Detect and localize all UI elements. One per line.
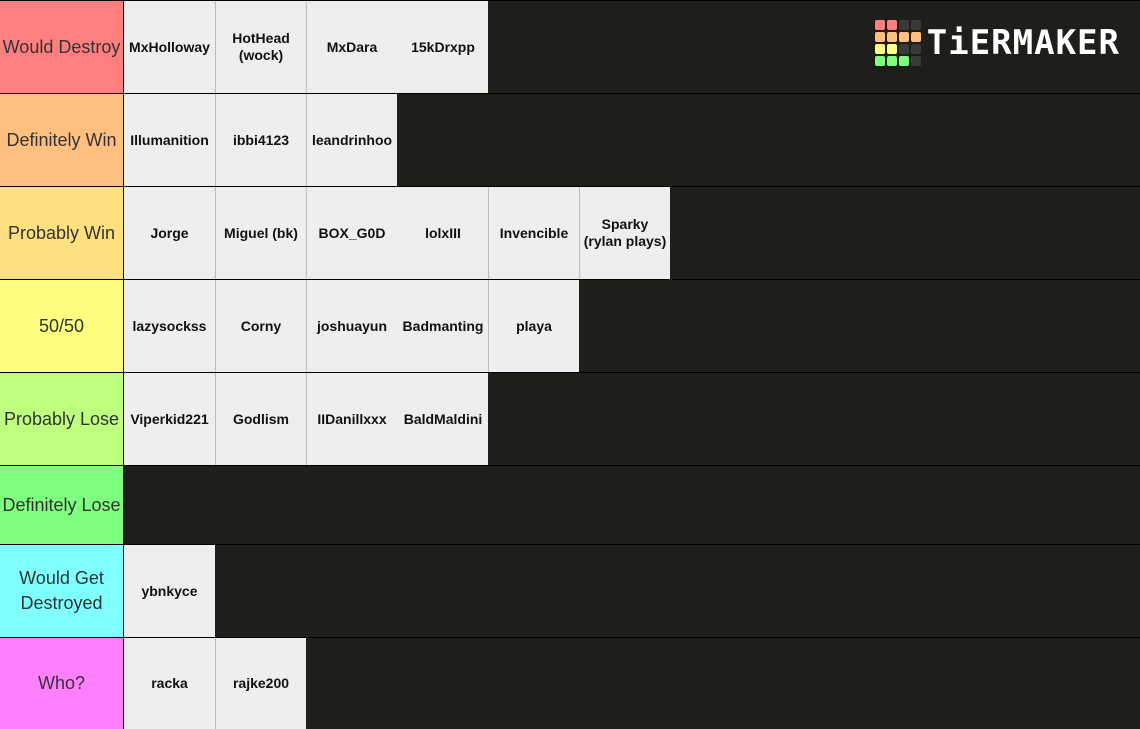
tier-item[interactable]: Corny [215,280,306,372]
tier-label[interactable]: Would Get Destroyed [0,545,124,637]
tier-row-would-get-destroyed: Would Get Destroyed ybnkyce [0,544,1140,637]
logo-grid-cell [898,56,909,66]
tier-item[interactable]: Illumanition [124,94,215,186]
tier-items: Viperkid221 Godlism IIDanillxxx BaldMald… [124,373,488,465]
logo-grid-cell [886,32,897,42]
tiermaker-logo: TiERMAKER [874,20,1120,66]
tier-label[interactable]: Would Destroy [0,1,124,93]
logo-grid-cell [898,32,909,42]
tier-item[interactable]: joshuayun [306,280,397,372]
tier-item[interactable]: leandrinhoo [306,94,397,186]
logo-text: TiERMAKER [926,23,1120,63]
tiermaker-grid-icon [874,20,921,66]
tier-item[interactable]: playa [488,280,579,372]
tier-row-50-50: 50/50 lazysockss Corny joshuayun Badmant… [0,279,1140,372]
logo-grid-cell [910,56,921,66]
logo-grid-cell [874,56,885,66]
tier-label[interactable]: Who? [0,638,124,729]
tier-item[interactable]: HotHead (wock) [215,1,306,93]
tier-item[interactable]: Badmanting [397,280,488,372]
tier-items: lazysockss Corny joshuayun Badmanting pl… [124,280,579,372]
tier-items: racka rajke200 [124,638,306,729]
logo-grid-cell [874,32,885,42]
tier-item[interactable]: IIDanillxxx [306,373,397,465]
tier-label[interactable]: Probably Win [0,187,124,279]
tier-item[interactable]: racka [124,638,215,729]
tier-item[interactable]: lazysockss [124,280,215,372]
logo-grid-cell [898,44,909,54]
tier-row-who: Who? racka rajke200 [0,637,1140,729]
logo-grid-cell [898,20,909,30]
tier-item[interactable]: BOX_G0D [306,187,397,279]
tier-items: MxHolloway HotHead (wock) MxDara 15kDrxp… [124,1,488,93]
tier-item[interactable]: MxHolloway [124,1,215,93]
logo-grid-cell [910,32,921,42]
logo-grid-cell [886,56,897,66]
logo-grid-cell [910,20,921,30]
tier-items: Illumanition ibbi4123 leandrinhoo [124,94,397,186]
tier-label[interactable]: Definitely Lose [0,466,124,544]
logo-grid-cell [874,44,885,54]
tier-item[interactable]: 15kDrxpp [397,1,488,93]
tier-label[interactable]: Definitely Win [0,94,124,186]
tier-item[interactable]: lolxIII [397,187,488,279]
tier-item[interactable]: Godlism [215,373,306,465]
logo-grid-cell [910,44,921,54]
logo-grid-cell [874,20,885,30]
tier-row-probably-win: Probably Win Jorge Miguel (bk) BOX_G0D l… [0,186,1140,279]
tier-label[interactable]: 50/50 [0,280,124,372]
tier-row-definitely-lose: Definitely Lose [0,465,1140,544]
logo-grid-cell [886,44,897,54]
tier-item[interactable]: Viperkid221 [124,373,215,465]
tier-row-probably-lose: Probably Lose Viperkid221 Godlism IIDani… [0,372,1140,465]
logo-grid-cell [886,20,897,30]
tier-items: Jorge Miguel (bk) BOX_G0D lolxIII Invenc… [124,187,670,279]
tier-item[interactable]: ybnkyce [124,545,215,637]
tier-item[interactable]: Invencible [488,187,579,279]
tier-item[interactable]: Sparky (rylan plays) [579,187,670,279]
tier-item[interactable]: MxDara [306,1,397,93]
tier-item[interactable]: rajke200 [215,638,306,729]
tier-row-would-destroy: Would Destroy MxHolloway HotHead (wock) … [0,0,1140,93]
tier-item[interactable]: ibbi4123 [215,94,306,186]
tier-row-definitely-win: Definitely Win Illumanition ibbi4123 lea… [0,93,1140,186]
tier-item[interactable]: Miguel (bk) [215,187,306,279]
tier-items: ybnkyce [124,545,215,637]
tier-item[interactable]: BaldMaldini [397,373,488,465]
tier-item[interactable]: Jorge [124,187,215,279]
tier-label[interactable]: Probably Lose [0,373,124,465]
